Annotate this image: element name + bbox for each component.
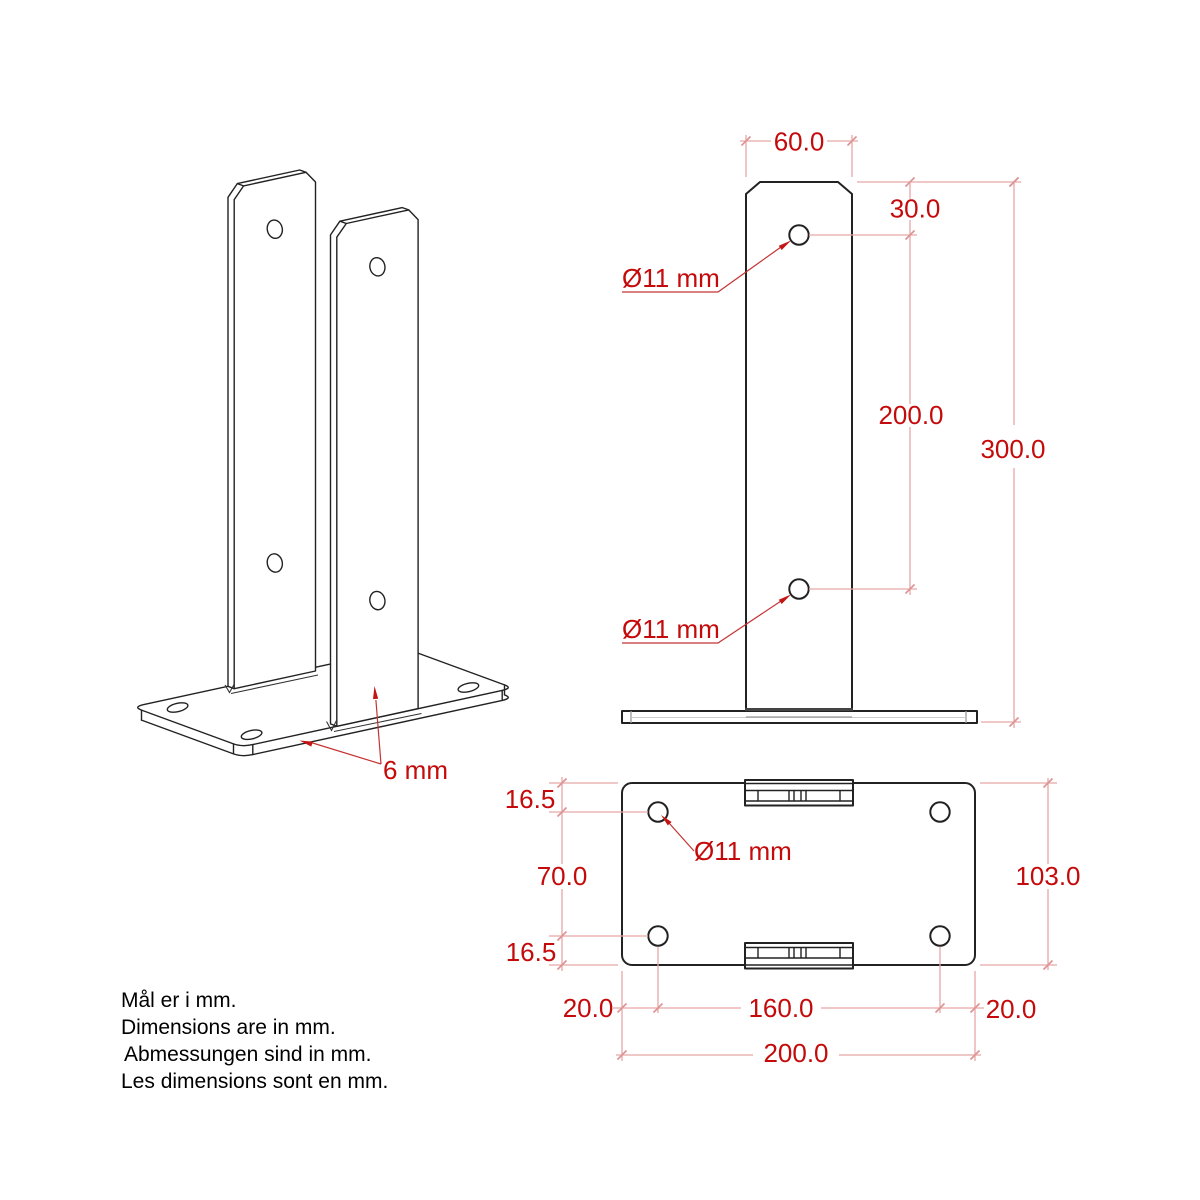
iso-near-plate-edges (336, 209, 410, 727)
front-hole-offset-dim: 30.0 (890, 194, 941, 224)
front-hole-leader-top: Ø11 mm (622, 240, 791, 293)
top-hole-leader: Ø11 mm (661, 815, 792, 866)
iso-far-plate-holes (266, 219, 284, 573)
front-hole-dia-label-bottom: Ø11 mm (622, 614, 720, 644)
iso-far-plate-silhouette (227, 169, 317, 690)
iso-near-plate-holes (369, 256, 386, 611)
front-height-dim: 300.0 (980, 434, 1045, 464)
top-hole-spacing-depth-dim: 70.0 (537, 861, 588, 891)
front-hole-top (788, 224, 810, 246)
note-line-english: Dimensions are in mm. (121, 1016, 336, 1039)
top-dimensions-bottom: 20.0 160.0 20.0 200.0 (563, 947, 1037, 1068)
front-hole-bottom (788, 578, 810, 600)
top-lower-plate-section (744, 942, 854, 970)
top-view: 16.5 70.0 16.5 103.0 20.0 160.0 20.0 200… (505, 777, 1081, 1068)
top-offset-bottom-dim: 16.5 (506, 937, 557, 967)
front-width-dim: 60.0 (774, 127, 825, 157)
note-line-french: Les dimensions sont en mm. (121, 1070, 388, 1093)
front-dimensions: 60.0 30.0 200.0 300.0 Ø11 mm Ø11 mm (622, 127, 1046, 728)
note-line-danish: Mål er i mm. (121, 989, 237, 1012)
front-hole-spacing-dim: 200.0 (878, 400, 943, 430)
top-offset-right-dim: 20.0 (986, 994, 1037, 1024)
top-dimensions-right: 103.0 (980, 777, 1081, 971)
top-offset-left-dim: 20.0 (563, 993, 614, 1023)
top-base-holes (647, 801, 951, 947)
iso-thickness-annotation: 6 mm (299, 686, 448, 785)
arrowhead-icon (778, 240, 791, 250)
arrowhead-icon (661, 815, 672, 826)
front-hole-dia-label-top: Ø11 mm (622, 263, 720, 293)
top-upper-plate-section (744, 779, 854, 807)
arrowhead-icon (778, 594, 791, 604)
iso-far-plate-weld (224, 674, 319, 695)
iso-base-plate-corner-edges (140, 684, 506, 756)
arrowhead-icon (373, 686, 379, 700)
note-line-german: Abmessungen sind in mm. (124, 1043, 371, 1066)
top-hole-dia-label: Ø11 mm (694, 836, 792, 866)
iso-far-plate-edges (233, 171, 307, 690)
top-length-dim: 200.0 (763, 1038, 828, 1068)
top-hole-spacing-length-dim: 160.0 (748, 993, 813, 1023)
notes-block: Mål er i mm. Dimensions are in mm. Abmes… (121, 989, 388, 1093)
isometric-view: 6 mm (137, 169, 509, 785)
top-dimensions-left: 16.5 70.0 16.5 (505, 777, 648, 971)
iso-base-holes (166, 682, 480, 741)
iso-base-plate-top-face (137, 648, 509, 747)
iso-thickness-label: 6 mm (383, 755, 448, 785)
iso-near-plate-silhouette (329, 206, 419, 727)
front-view: 60.0 30.0 200.0 300.0 Ø11 mm Ø11 mm (621, 127, 1046, 728)
arrowhead-icon (299, 740, 313, 747)
top-base-plate-outline (621, 782, 976, 966)
front-hole-leader-bottom: Ø11 mm (622, 594, 791, 644)
top-depth-dim: 103.0 (1015, 861, 1080, 891)
top-offset-top-dim: 16.5 (505, 784, 556, 814)
